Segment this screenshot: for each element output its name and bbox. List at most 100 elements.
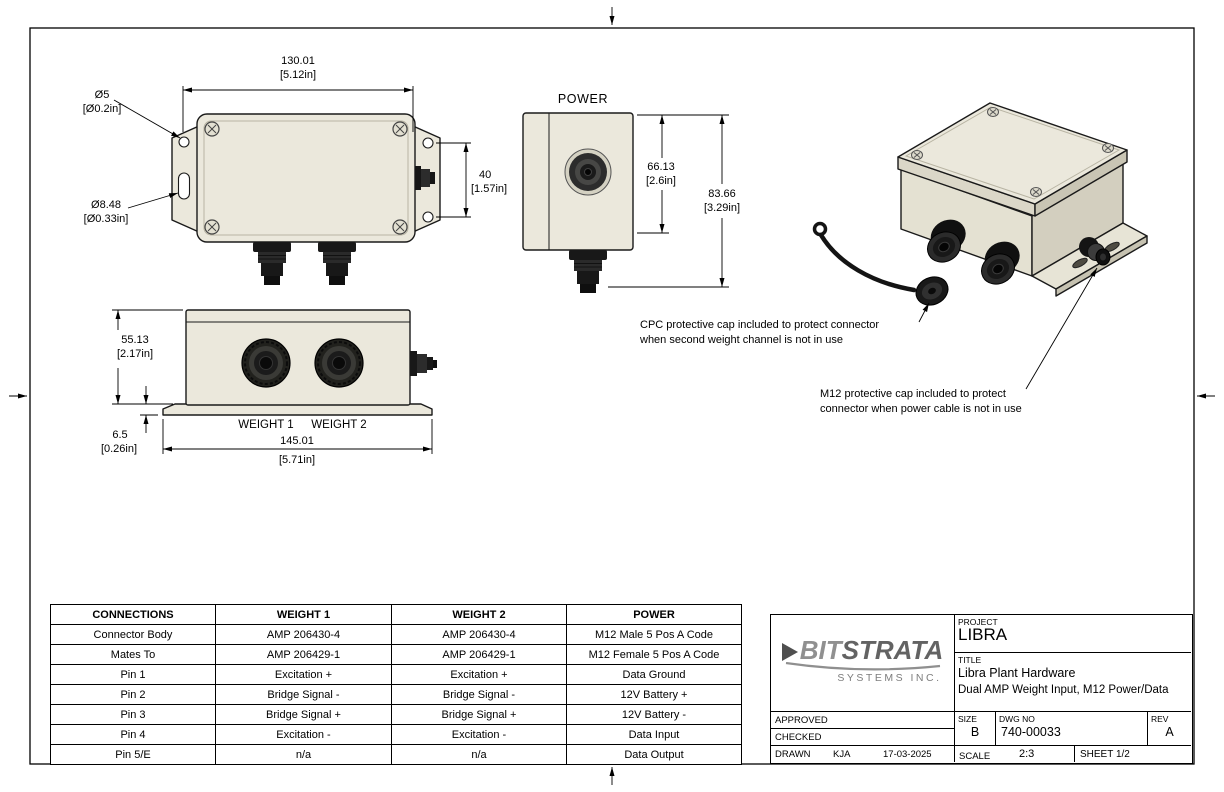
iso-m12-connector	[1079, 237, 1111, 266]
dim-hole-in: [Ø0.2in]	[83, 103, 122, 115]
project-value: LIBRA	[958, 625, 1008, 644]
top-view-mount-holes	[177, 136, 434, 223]
checked-label: CHECKED	[775, 732, 822, 743]
logo-text-strata: STRATA	[841, 635, 944, 665]
table-row: Pin 3 Bridge Signal + Bridge Signal + 12…	[50, 704, 742, 725]
size-label: SIZE	[958, 714, 977, 724]
iso-flange-slot-1	[1072, 257, 1088, 269]
side-view-bottom-connector	[568, 249, 608, 294]
front-view-power-connector	[410, 351, 437, 376]
iso-notes: CPC protective cap included to protect c…	[639, 267, 1098, 415]
logo-triangle-icon	[781, 643, 798, 661]
table-cell: Mates To	[50, 644, 216, 665]
dim-130: 130.01	[281, 55, 315, 67]
dim-40-in: [1.57in]	[471, 183, 507, 195]
table-cell: Pin 2	[50, 684, 216, 705]
front-view-body	[185, 309, 411, 406]
scale-label: SCALE	[959, 751, 991, 762]
dim-66: 66.13	[647, 161, 675, 173]
logo-swoosh	[785, 662, 940, 671]
table-cell: AMP 206429-1	[391, 644, 567, 665]
dim-55: 55.13	[121, 334, 149, 346]
m12-note-line2: connector when power cable is not in use	[820, 403, 1022, 415]
dim-145-in: [5.71in]	[279, 454, 315, 466]
rev-cell: REV A	[1147, 711, 1191, 745]
dim-66-in: [2.6in]	[646, 175, 676, 187]
table-cell: n/a	[215, 744, 392, 765]
weight1-label: WEIGHT 1	[238, 419, 293, 431]
dim-130-in: [5.12in]	[280, 69, 316, 81]
drawing-title-line2: Dual AMP Weight Input, M12 Power/Data	[958, 684, 1169, 696]
side-view-power-connector	[564, 148, 612, 196]
title-block: BITSTRATA SYSTEMS INC. PROJECT LIBRA TIT…	[770, 614, 1193, 764]
table-cell: AMP 206430-4	[215, 624, 392, 645]
iso-lid-inner-line	[904, 106, 1121, 200]
side-view: POWER	[522, 92, 634, 294]
table-row: Mates To AMP 206429-1 AMP 206429-1 M12 F…	[50, 644, 742, 665]
dim-83-in: [3.29in]	[704, 202, 740, 214]
table-cell: Excitation -	[215, 724, 392, 745]
front-view-weight1-connector	[241, 338, 291, 388]
top-view-weight1-connector	[252, 241, 292, 286]
table-header-weight2: WEIGHT 2	[391, 604, 567, 625]
scale-value: 2:3	[1019, 748, 1035, 760]
table-cell: 12V Battery -	[566, 704, 742, 725]
table-cell: Excitation +	[215, 664, 392, 685]
dim-55-in: [2.17in]	[117, 348, 153, 360]
table-cell: Pin 4	[50, 724, 216, 745]
dim-145: 145.01	[280, 435, 314, 447]
approved-cell: APPROVED	[771, 711, 954, 728]
drawn-cell: DRAWN KJA 17-03-2025	[771, 745, 954, 762]
table-cell: n/a	[391, 744, 567, 765]
dim-slot: Ø8.48	[91, 199, 121, 211]
center-marks	[9, 7, 1215, 785]
dim-6-5: 6.5	[112, 429, 127, 441]
top-view-dimensions: 130.01 [5.12in] Ø5 [Ø0.2in] Ø8.48 [Ø0.33…	[83, 55, 507, 225]
drawn-date: 17-03-2025	[883, 749, 932, 760]
table-cell: M12 Female 5 Pos A Code	[566, 644, 742, 665]
table-row: Pin 2 Bridge Signal - Bridge Signal - 12…	[50, 684, 742, 705]
table-cell: 12V Battery +	[566, 684, 742, 705]
table-header-row: CONNECTIONS WEIGHT 1 WEIGHT 2 POWER	[50, 604, 742, 625]
table-row: Pin 5/E n/a n/a Data Output	[50, 744, 742, 765]
title-label: TITLE	[958, 655, 982, 665]
front-view-flange	[162, 403, 433, 416]
table-row: Pin 1 Excitation + Excitation + Data Gro…	[50, 664, 742, 685]
table-cell: AMP 206429-1	[215, 644, 392, 665]
logo-subtitle: SYSTEMS INC.	[837, 672, 942, 684]
table-cell: Pin 5/E	[50, 744, 216, 765]
table-cell: Pin 3	[50, 704, 216, 725]
table-cell: Data Input	[566, 724, 742, 745]
scale-cell: SCALE 2:3	[954, 745, 1074, 762]
m12-note-line1: M12 protective cap included to protect	[820, 388, 1006, 400]
cpc-note-line2: when second weight channel is not in use	[639, 334, 843, 346]
table-header-weight1: WEIGHT 1	[215, 604, 392, 625]
dwg-no-cell: DWG NO 740-00033	[995, 711, 1147, 745]
table-header-power: POWER	[566, 604, 742, 625]
top-view-body	[196, 113, 416, 243]
approved-label: APPROVED	[775, 715, 828, 726]
table-cell: AMP 206430-4	[391, 624, 567, 645]
front-view-weight2-connector	[314, 338, 364, 388]
rev-label: REV	[1151, 714, 1169, 724]
dwg-no-label: DWG NO	[999, 714, 1035, 724]
top-view-lid-line	[203, 120, 409, 236]
dim-hole: Ø5	[95, 89, 110, 101]
power-label: POWER	[558, 92, 608, 106]
dim-83: 83.66	[708, 188, 736, 200]
table-cell: Bridge Signal +	[391, 704, 567, 725]
table-cell: Data Ground	[566, 664, 742, 685]
drawn-by: KJA	[833, 749, 851, 760]
drawing-title-line1: Libra Plant Hardware	[958, 666, 1076, 680]
sheet-value: SHEET 1/2	[1080, 749, 1130, 760]
dim-40: 40	[479, 169, 491, 181]
tether-cap	[812, 221, 949, 306]
dwg-no-value: 740-00033	[1001, 725, 1061, 739]
dim-6-5-in: [0.26in]	[101, 443, 137, 455]
top-view-power-connector	[415, 166, 435, 190]
table-cell: Bridge Signal +	[215, 704, 392, 725]
table-cell: M12 Male 5 Pos A Code	[566, 624, 742, 645]
iso-view	[812, 102, 1148, 306]
rev-value: A	[1165, 725, 1174, 739]
